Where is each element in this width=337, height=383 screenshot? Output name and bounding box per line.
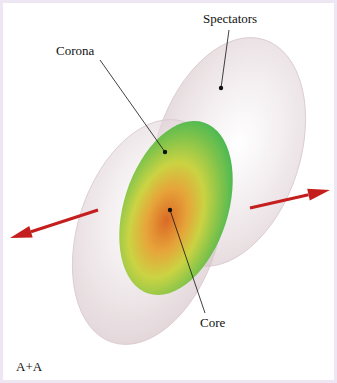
leader-dot — [168, 208, 172, 212]
arrow-shaft — [250, 195, 309, 208]
leader-line — [221, 30, 229, 88]
arrow-shaft — [31, 210, 98, 232]
callout-label: Spectators — [203, 12, 257, 26]
overlap-zone — [99, 106, 254, 309]
callout-label: Corona — [56, 44, 94, 58]
leader-dot — [163, 150, 167, 154]
arrow-head — [10, 226, 33, 238]
leader-line — [170, 210, 205, 313]
arrow-head — [307, 189, 330, 201]
callout-label: Core — [200, 316, 225, 330]
system-label: A+A — [16, 360, 42, 374]
leader-dot — [219, 86, 223, 90]
leader-line — [100, 60, 165, 152]
